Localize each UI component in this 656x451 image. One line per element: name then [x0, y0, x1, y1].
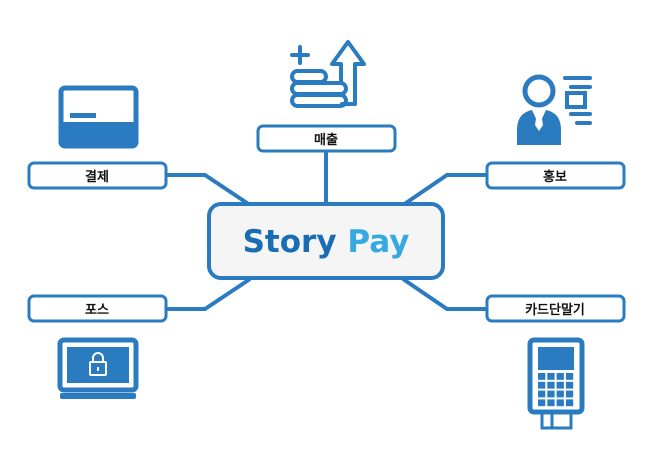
keypad-key	[547, 390, 555, 398]
node-pos: 포스	[27, 294, 168, 323]
keypad-key	[547, 373, 555, 380]
card-icon	[58, 85, 139, 149]
coins-arrow-icon	[290, 40, 366, 108]
node-card-terminal-label: 카드단말기	[525, 302, 585, 318]
keypad-key	[538, 373, 546, 380]
keypad-key	[565, 381, 574, 389]
node-payment: 결제	[27, 161, 168, 190]
keypad-key	[538, 381, 546, 389]
keypad-key	[547, 399, 555, 407]
keypad-key	[556, 373, 564, 380]
card-terminal-icon	[527, 337, 585, 430]
svg-text:Story Pay: Story Pay	[243, 224, 410, 260]
pay-text: Pay	[347, 224, 409, 260]
person-icon	[517, 74, 592, 145]
center-node: Story Pay	[207, 202, 445, 280]
keypad-key	[547, 381, 555, 389]
keypad-key	[538, 390, 546, 398]
monitor-lock-icon	[57, 337, 139, 399]
node-promotion: 홍보	[485, 161, 626, 190]
keypad-key	[538, 399, 546, 407]
keypad-key	[565, 399, 574, 407]
node-sales-label: 매출	[314, 132, 338, 148]
node-card-terminal: 카드단말기	[485, 294, 626, 323]
keypad-key	[556, 399, 564, 407]
keypad-key	[556, 381, 564, 389]
keypad-key	[556, 390, 564, 398]
story-text: Story	[243, 224, 337, 260]
connector-lines	[166, 151, 486, 311]
node-payment-label: 결제	[85, 169, 109, 185]
node-sales: 매출	[256, 124, 397, 153]
keypad-key	[565, 373, 574, 380]
node-promotion-label: 홍보	[543, 169, 567, 185]
keypad-key	[565, 390, 574, 398]
node-pos-label: 포스	[85, 303, 109, 318]
